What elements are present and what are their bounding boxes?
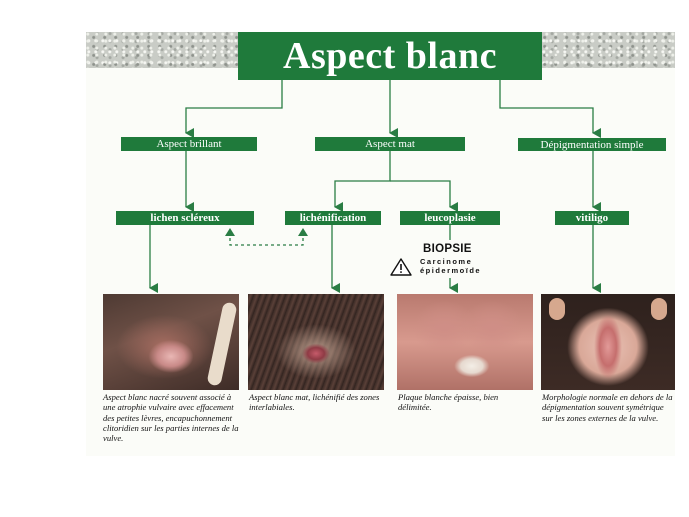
carcinoma-note: Carcinome épidermoïde (420, 258, 481, 275)
warning-triangle-icon (390, 258, 412, 276)
diagram-title: Aspect blanc (238, 32, 542, 80)
clinical-photo-lichen-sclereux (103, 294, 239, 390)
arrow-title-depig (500, 80, 593, 133)
node-aspect-brillant: Aspect brillant (121, 137, 257, 151)
clinical-photo-lichenification (248, 294, 384, 390)
clinical-photo-leucoplasie (397, 294, 533, 390)
node-lichenification: lichénification (285, 211, 381, 225)
arrow-mat-split (335, 151, 390, 207)
caption-leucoplasie: Plaque blanche épaisse, bien délimitée. (398, 392, 532, 413)
node-depigmentation: Dépigmentation simple (518, 138, 666, 151)
clinical-photo-vitiligo (541, 294, 675, 390)
caption-lichenification: Aspect blanc mat, lichénifié des zones i… (249, 392, 389, 413)
caption-vitiligo: Morphologie normale en dehors de la dépi… (542, 392, 674, 423)
caption-lichen-sclereux: Aspect blanc nacré souvent associé à une… (103, 392, 243, 443)
arrow-mat-leuco (390, 181, 450, 207)
node-lichen-sclereux: lichen scléreux (116, 211, 254, 225)
carcinoma-line-2: épidermoïde (420, 267, 481, 276)
dashed-relation-arrow (230, 232, 303, 245)
arrow-title-brillant (186, 80, 282, 133)
node-aspect-mat: Aspect mat (315, 137, 465, 151)
node-vitiligo: vitiligo (555, 211, 629, 225)
node-leucoplasie: leucoplasie (400, 211, 500, 225)
biopsy-label: BIOPSIE (423, 243, 472, 255)
